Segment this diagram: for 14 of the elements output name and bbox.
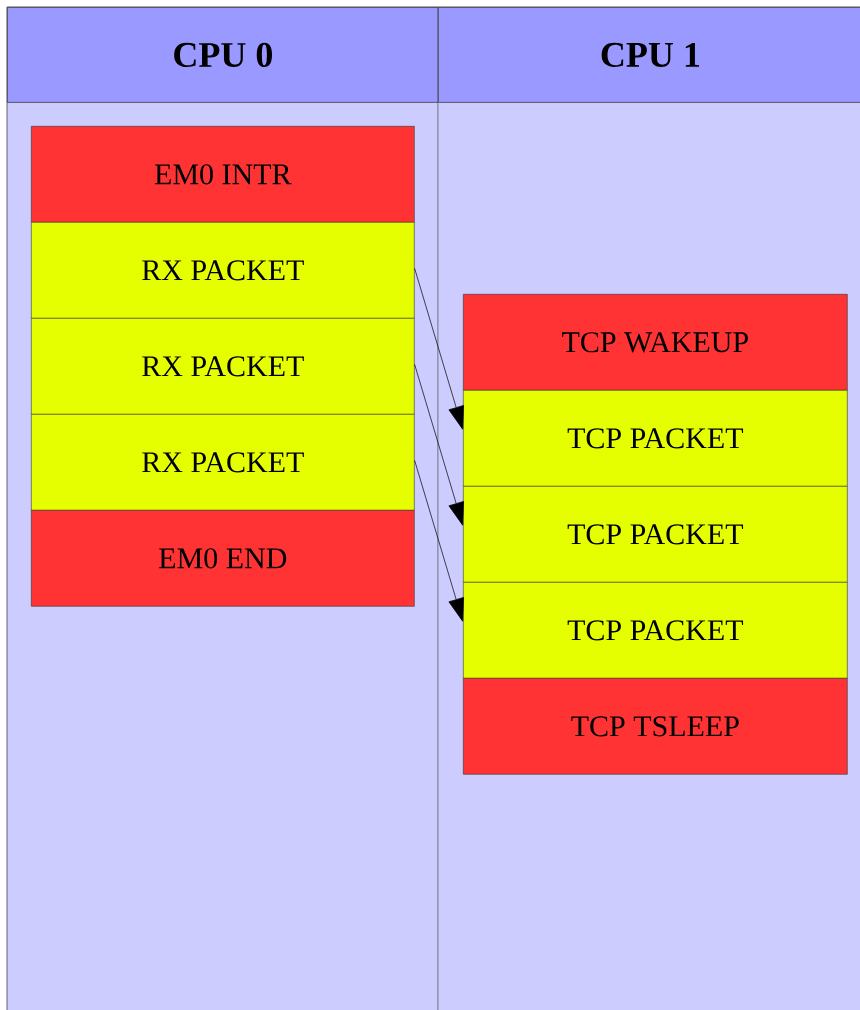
node-label: CPU 0	[174, 42, 273, 68]
process-box: TCP TSLEEP	[463, 678, 848, 775]
process-box: TCP WAKEUP	[463, 294, 848, 391]
process-box: TCP PACKET	[463, 486, 848, 583]
process-box: TCP PACKET	[463, 582, 848, 679]
process-box: RX PACKET	[31, 318, 415, 415]
arrow	[414, 267, 464, 430]
process-box: EM0 INTR	[31, 126, 415, 223]
process-box: TCP PACKET	[463, 390, 848, 487]
process-box: RX PACKET	[31, 222, 415, 319]
process-box: RX PACKET	[31, 414, 415, 511]
arrow	[414, 459, 464, 622]
process-box: EM0 END	[31, 510, 415, 607]
arrow	[414, 363, 464, 526]
